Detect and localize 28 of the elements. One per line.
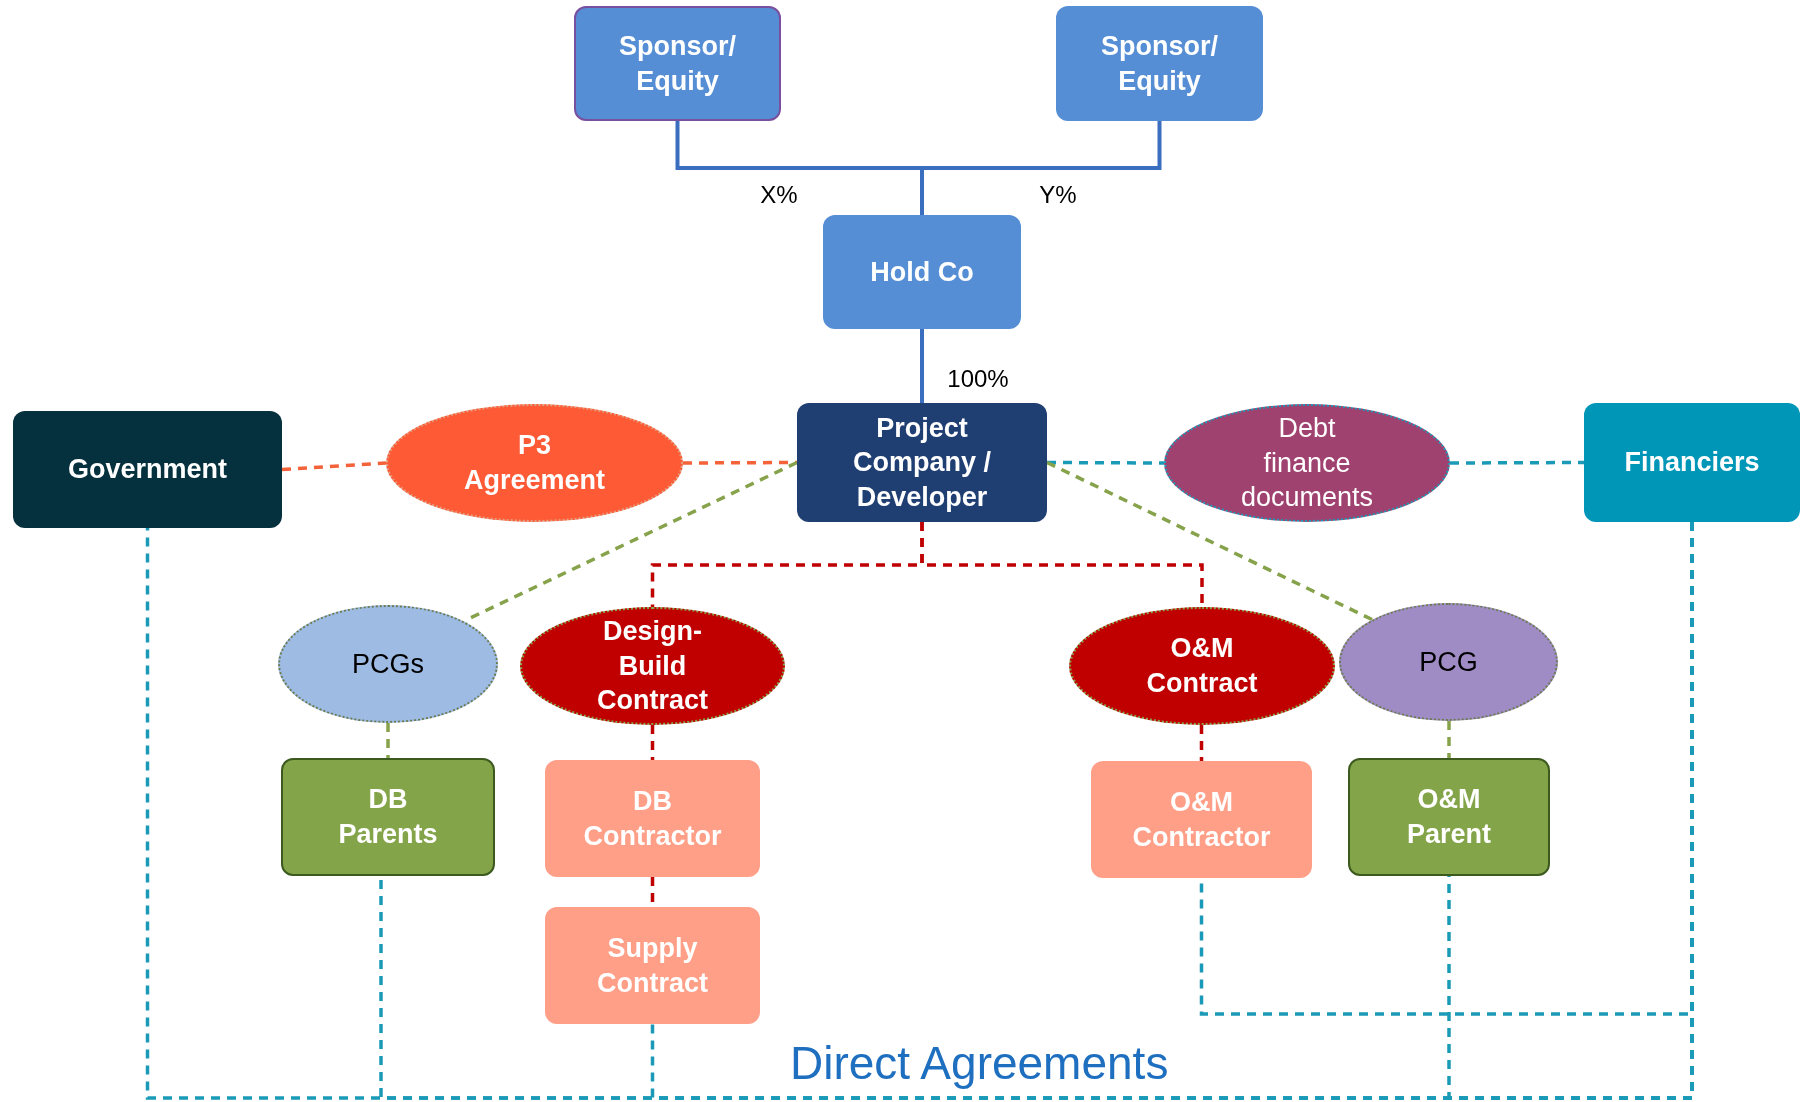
entity-box: Government	[13, 411, 282, 528]
agreement-ellipse: P3 Agreement	[386, 404, 683, 522]
connector-line	[1046, 460, 1374, 622]
connector-line	[920, 329, 924, 403]
connector-line	[1199, 725, 1204, 761]
agreement-ellipse: Debt finance documents	[1164, 404, 1450, 522]
entity-box: DB Parents	[281, 758, 495, 876]
connector-line	[920, 121, 1162, 215]
connector-line	[281, 461, 387, 472]
agreement-ellipse: Design- Build Contract	[520, 607, 785, 725]
entity-box: DB Contractor	[545, 760, 760, 877]
agreement-ellipse: PCGs	[278, 605, 498, 723]
entity-box: Hold Co	[823, 215, 1021, 329]
entity-box: O&M Contractor	[1091, 761, 1312, 878]
connector-line	[1450, 460, 1584, 465]
entity-box: Project Company / Developer	[797, 403, 1047, 522]
connector-line	[1447, 721, 1451, 758]
entity-box: Sponsor/ Equity	[1056, 6, 1263, 121]
section-title: Direct Agreements	[790, 1036, 1169, 1090]
connector-line	[386, 723, 390, 758]
connector-line	[1047, 460, 1164, 465]
entity-box: Supply Contract	[545, 907, 760, 1024]
entity-box: Sponsor/ Equity	[574, 6, 781, 121]
connector-line	[650, 725, 655, 760]
entity-box: O&M Parent	[1348, 758, 1550, 876]
agreement-ellipse: PCG	[1339, 603, 1558, 721]
entity-box: Financiers	[1584, 403, 1800, 522]
agreement-ellipse: O&M Contract	[1069, 607, 1335, 725]
